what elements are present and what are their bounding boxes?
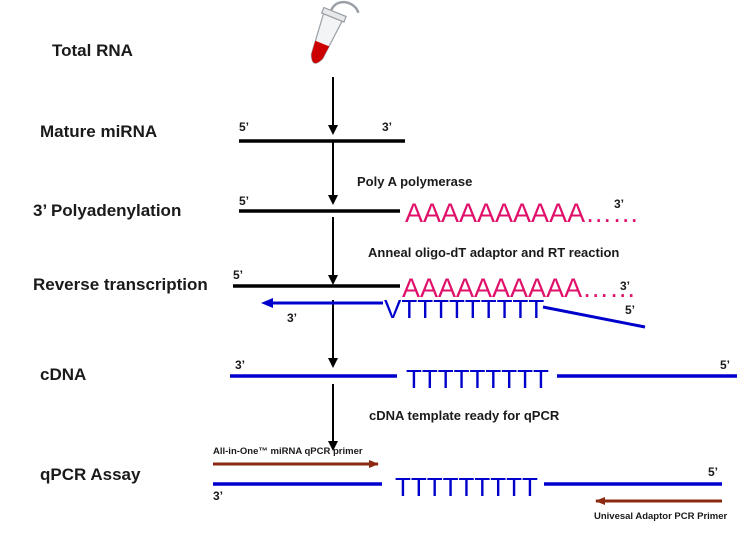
five-prime-label: 5’ xyxy=(233,268,243,282)
step-label-qpcr-assay: qPCR Assay xyxy=(40,465,141,484)
microcentrifuge-tube-icon xyxy=(310,0,360,64)
note-poly-a-polymerase: Poly A polymerase xyxy=(357,174,472,189)
adaptor-tail xyxy=(542,305,646,329)
mature-mirna-strand-group: 5’ 3’ xyxy=(239,120,405,143)
five-prime-label: 5’ xyxy=(708,465,718,479)
three-prime-label: 3’ xyxy=(382,120,392,134)
reverse-transcription-group: 5’ AAAAAAAAAA…… 3’ 3’ VTTTTTTTTT 5’ xyxy=(233,268,646,329)
qpcr-assay-group: All-in-One™ miRNA qPCR primer 3’ TTTTTTT… xyxy=(213,446,728,522)
three-prime-label: 3’ xyxy=(614,197,624,211)
oligo-dt-adaptor: VTTTTTTTTT xyxy=(384,294,544,324)
note-anneal-rt: Anneal oligo-dT adaptor and RT reaction xyxy=(368,245,619,260)
five-prime-label: 5’ xyxy=(239,120,249,134)
poly-a-tail: AAAAAAAAAA…… xyxy=(402,273,636,303)
five-prime-label: 5’ xyxy=(720,358,730,372)
cdna-five-prime-label: 5’ xyxy=(625,303,635,317)
step-label-mature-mirna: Mature miRNA xyxy=(40,122,157,141)
forward-primer-label: All-in-One™ miRNA qPCR primer xyxy=(213,446,363,457)
step-label-polyadenylation: 3’ Polyadenylation xyxy=(33,201,181,220)
poly-t-region: TTTTTTTTT xyxy=(406,364,549,394)
poly-a-tail: AAAAAAAAAA…… xyxy=(405,198,639,228)
cdna-three-prime-label: 3’ xyxy=(287,311,297,325)
three-prime-label: 3’ xyxy=(620,279,630,293)
step-label-total-rna: Total RNA xyxy=(52,41,133,60)
three-prime-label: 3’ xyxy=(235,358,245,372)
step-label-reverse-transcription: Reverse transcription xyxy=(33,275,208,294)
note-cdna-ready: cDNA template ready for qPCR xyxy=(369,408,560,423)
reverse-primer-label: Univesal Adaptor PCR Primer xyxy=(594,511,728,522)
polyadenylation-group: 5’ AAAAAAAAAA…… 3’ xyxy=(239,194,639,228)
step-label-cdna: cDNA xyxy=(40,365,86,384)
five-prime-label: 5’ xyxy=(239,194,249,208)
cdna-group: 3’ TTTTTTTTT 5’ xyxy=(230,358,737,394)
poly-t-region: TTTTTTTTT xyxy=(395,472,538,502)
three-prime-label: 3’ xyxy=(213,489,223,503)
